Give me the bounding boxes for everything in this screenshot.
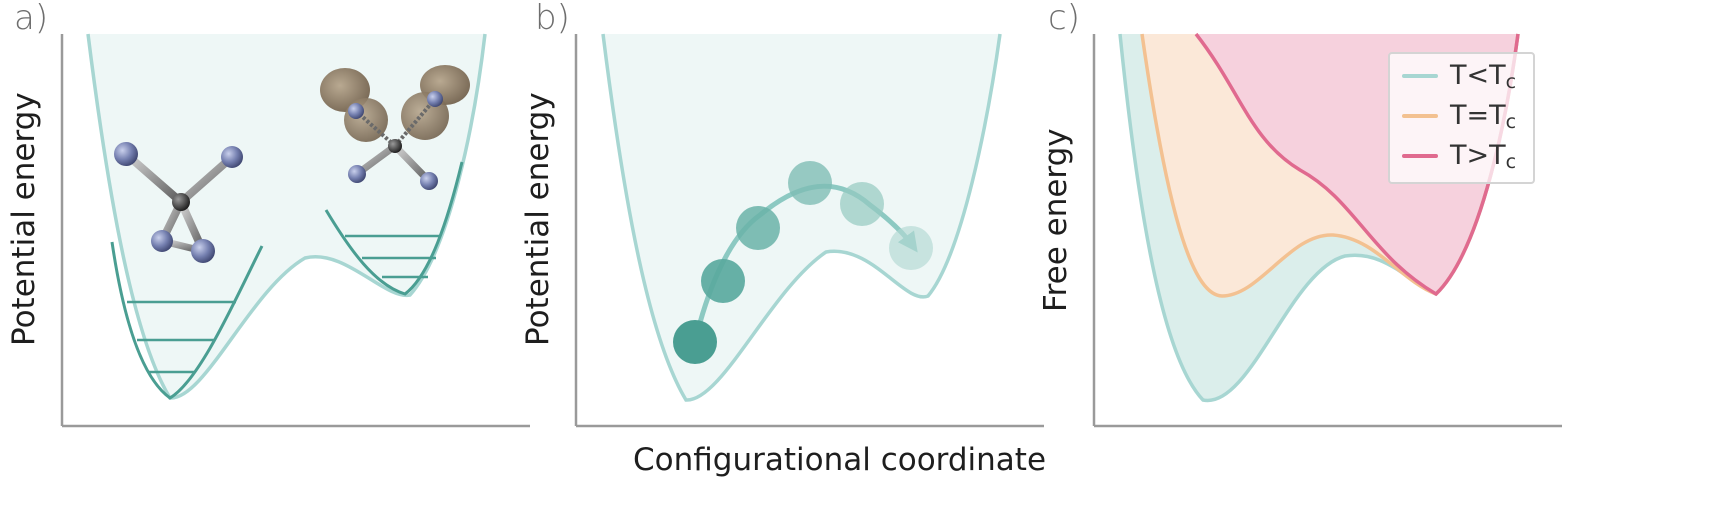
legend-entry-equal-t: T=Tc — [1390, 98, 1533, 134]
atom — [348, 165, 366, 183]
atom — [221, 146, 243, 168]
legend-swatch — [1402, 114, 1438, 118]
panel-a-ylabel: Potential energy — [6, 92, 42, 346]
atom — [151, 230, 173, 252]
legend-label: T<Tc — [1450, 60, 1517, 93]
path-bead — [788, 161, 832, 205]
panel-b-ylabel: Potential energy — [520, 92, 556, 346]
atom — [114, 142, 138, 166]
panel-b — [574, 33, 1044, 428]
legend-label: T=Tc — [1450, 100, 1517, 133]
left-molecule-structure — [114, 142, 243, 263]
right-molecule-with-orbitals — [320, 65, 470, 190]
panel-b-letter: b) — [535, 0, 570, 38]
legend-label: T>Tc — [1450, 140, 1517, 173]
center-atom — [388, 139, 402, 153]
x-axis-label: Configurational coordinate — [633, 442, 1047, 478]
legend-swatch — [1402, 154, 1438, 158]
path-bead — [736, 206, 780, 250]
panel-b-potential-curve — [601, 33, 1002, 402]
legend-entry-high-t: T>Tc — [1390, 138, 1533, 174]
center-atom — [172, 193, 190, 211]
path-bead — [701, 259, 745, 303]
atom — [427, 91, 443, 107]
path-bead — [673, 320, 717, 364]
atom — [191, 239, 215, 263]
path-bead — [889, 226, 933, 270]
atom — [420, 172, 438, 190]
panel-a — [60, 33, 530, 428]
legend-entry-low-t: T<Tc — [1390, 58, 1533, 94]
panel-a-letter: a) — [14, 0, 49, 38]
atom — [348, 103, 364, 119]
panel-c-ylabel: Free energy — [1038, 128, 1074, 312]
legend-swatch — [1402, 74, 1438, 78]
path-bead — [840, 182, 884, 226]
right-harmonic-parabola — [324, 161, 464, 296]
legend: T<Tc T=Tc T>Tc — [1388, 52, 1535, 184]
panel-c-letter: c) — [1048, 0, 1080, 38]
